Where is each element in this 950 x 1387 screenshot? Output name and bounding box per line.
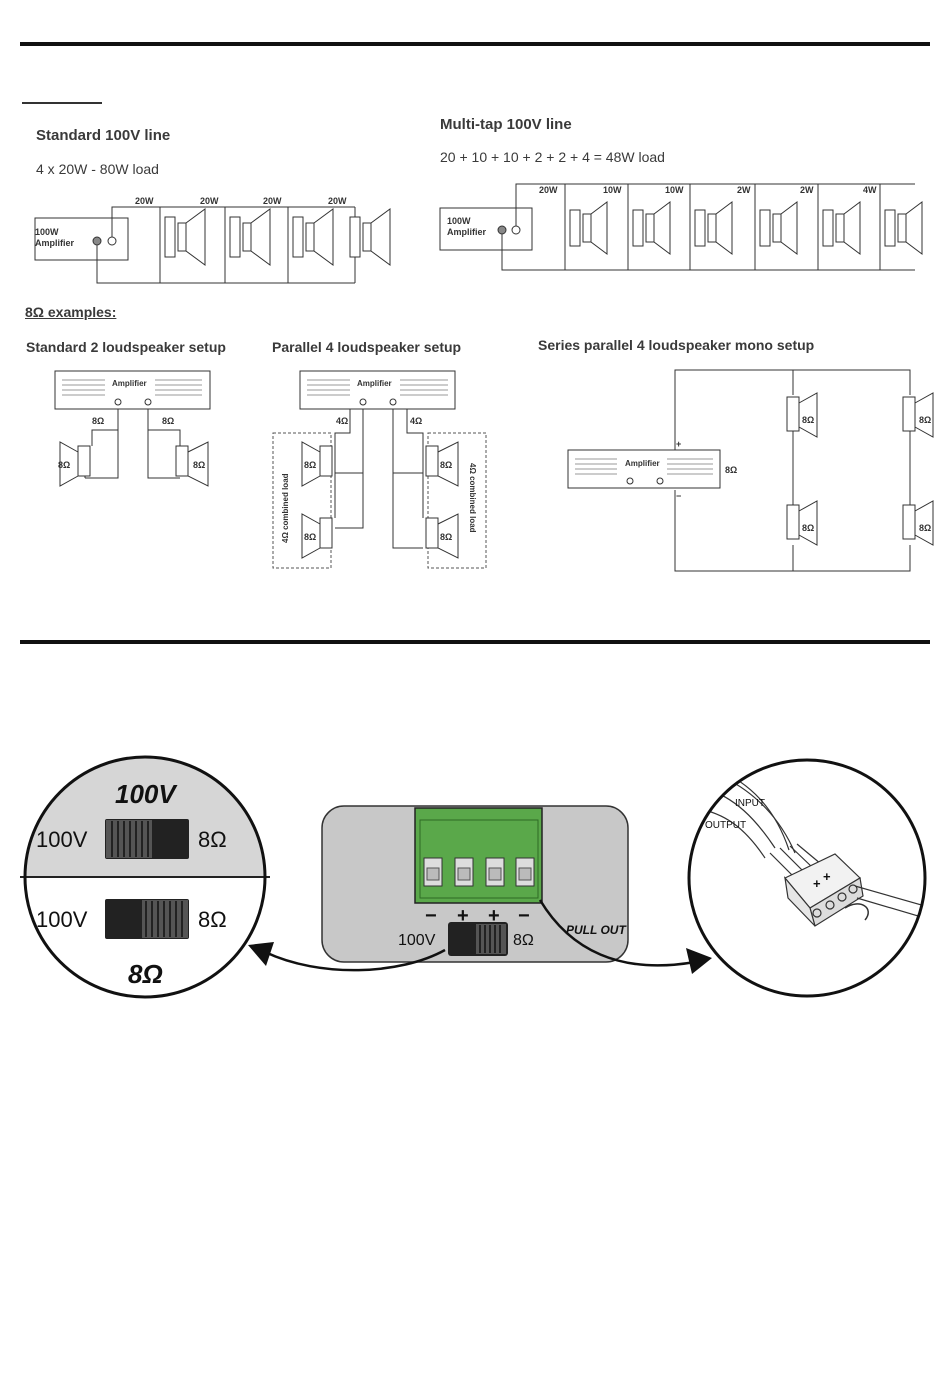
tap-label: 20W <box>135 196 154 206</box>
connector-plus: + <box>813 876 821 891</box>
ohm-label: 8Ω <box>440 460 452 470</box>
tap-label: 20W <box>200 196 219 206</box>
ohm-label: 8Ω <box>802 523 814 533</box>
connector-arrows <box>248 899 712 974</box>
amplifier-label: Amplifier <box>112 379 147 388</box>
terminal-sign: − <box>425 905 437 927</box>
example1-title: Standard 2 loudspeaker setup <box>26 339 226 355</box>
terminal-panel: − + + − PULL OUT 100V 8Ω <box>321 805 629 963</box>
combined-load-label: 4Ω combined load <box>281 473 290 543</box>
ohm-label: 8Ω <box>92 416 104 426</box>
tap-label: 10W <box>665 185 684 195</box>
multi-tap-load-text: 20 + 10 + 10 + 2 + 2 + 4 = 48W load <box>440 149 665 165</box>
tap-label: 2W <box>800 185 814 195</box>
switch-right-label: 8Ω <box>198 907 227 932</box>
ohm-label: 8Ω <box>304 460 316 470</box>
amp-label-2: Amplifier <box>447 227 487 237</box>
section-underline <box>22 102 102 104</box>
plus-sign: + <box>676 439 681 449</box>
example3-title: Series parallel 4 loudspeaker mono setup <box>538 337 815 353</box>
terminal-sign: − <box>518 905 530 927</box>
connector-plus: + <box>823 869 831 884</box>
ohm-label: 8Ω <box>193 460 205 470</box>
amplifier-label: Amplifier <box>357 379 392 388</box>
switch-right-label: 8Ω <box>198 827 227 852</box>
ohm-label: 4Ω <box>336 416 348 426</box>
ohm-label: 8Ω <box>725 465 737 475</box>
tap-label: 20W <box>539 185 558 195</box>
ohm-label: 8Ω <box>802 415 814 425</box>
combined-load-label: 4Ω combined load <box>468 463 477 533</box>
example2-diagram: Amplifier 4Ω 4Ω 8Ω 8Ω 8Ω 8Ω 4Ω combined … <box>272 370 487 569</box>
ohm-label: 8Ω <box>919 415 931 425</box>
amplifier-box <box>34 217 129 261</box>
tap-label: 20W <box>328 196 347 206</box>
amp-label-1: 100W <box>447 216 471 226</box>
ohm-label: 8Ω <box>58 460 70 470</box>
ohm-label: 8Ω <box>919 523 931 533</box>
example2-title: Parallel 4 loudspeaker setup <box>272 339 462 355</box>
switch-zoom-circle: 100V 8Ω 100V 8Ω 100V 8Ω <box>20 755 270 999</box>
standard-100v-diagram: 100W Amplifier 20W 20W 20W 20W <box>34 196 391 284</box>
tap-label: 2W <box>737 185 751 195</box>
switch-left-label: 100V <box>398 932 436 949</box>
ohm-label: 8Ω <box>440 532 452 542</box>
middle-rule <box>20 640 930 644</box>
terminal-sign: + <box>457 905 469 927</box>
top-rule <box>20 42 930 46</box>
ohm-label: 4Ω <box>410 416 422 426</box>
example1-diagram: Amplifier 8Ω 8Ω 8Ω 8Ω <box>54 370 211 487</box>
ohm-label: 8Ω <box>304 532 316 542</box>
multi-tap-title: Multi-tap 100V line <box>440 116 572 133</box>
ohm-label: 8Ω <box>162 416 174 426</box>
standard-100v-title: Standard 100V line <box>36 127 171 144</box>
tap-label: 10W <box>603 185 622 195</box>
example3-diagram: Amplifier 8Ω 8Ω 8Ω 8Ω 8Ω + − <box>567 369 934 572</box>
standard-load-text: 4 x 20W - 80W load <box>36 161 159 177</box>
zoom-top-label: 100V <box>115 779 178 809</box>
minus-sign: − <box>676 491 681 501</box>
connector-zoom-circle: INPUT OUTPUT + + <box>687 758 927 998</box>
pull-out-label: PULL OUT <box>566 923 627 937</box>
amplifier-label: Amplifier <box>625 459 660 468</box>
multi-tap-diagram: 100W Amplifier 20W 10W 10W 2W 2W 4W <box>439 183 923 271</box>
switch-left-label: 100V <box>36 907 88 932</box>
tap-label: 4W <box>863 185 877 195</box>
ohm-examples-title: 8Ω examples: <box>25 304 117 320</box>
amp-label-1: 100W <box>35 227 59 237</box>
amplifier-box <box>439 207 533 251</box>
terminal-sign: + <box>488 905 500 927</box>
switch-right-label: 8Ω <box>513 932 534 949</box>
input-label: INPUT <box>735 798 765 809</box>
output-label: OUTPUT <box>705 820 746 831</box>
zoom-bottom-label: 8Ω <box>128 959 163 989</box>
switch-left-label: 100V <box>36 827 88 852</box>
tap-label: 20W <box>263 196 282 206</box>
amp-label-2: Amplifier <box>35 238 75 248</box>
